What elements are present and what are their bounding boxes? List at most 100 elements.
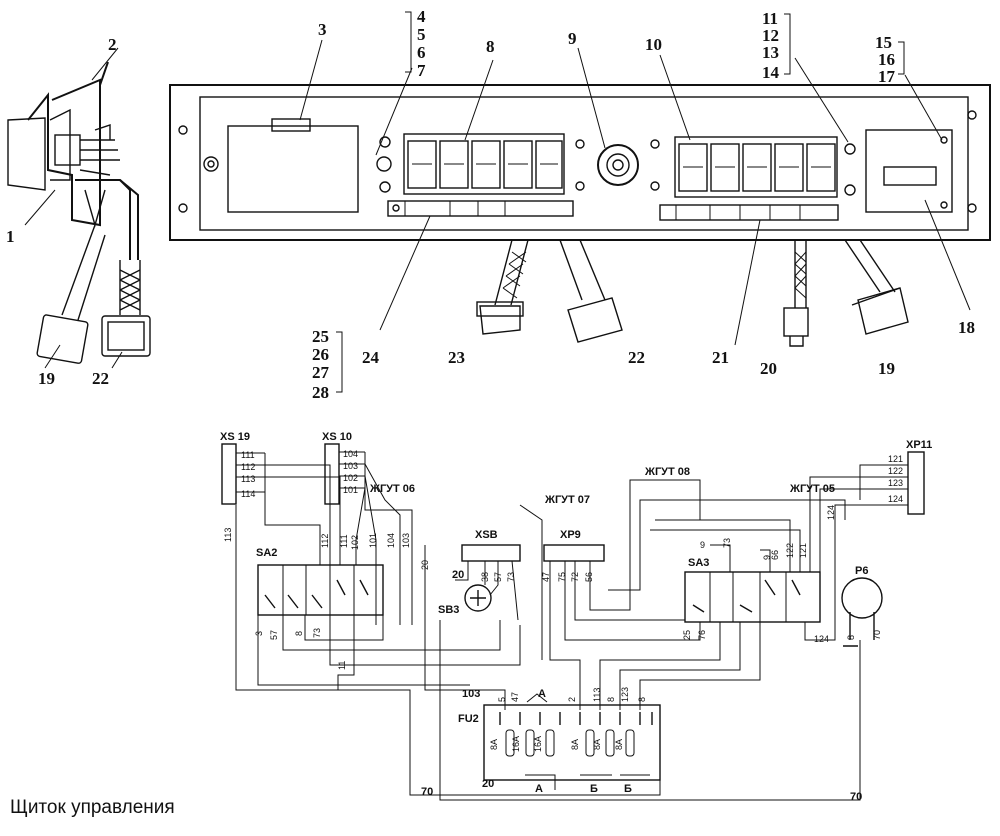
part-number-15: 15 (875, 33, 892, 52)
part-number-3: 3 (318, 20, 327, 39)
xs19-label: XS 19 (220, 431, 250, 443)
xs10-wire-103: 103 (343, 461, 358, 471)
part-number-24: 24 (362, 348, 380, 367)
xp11-wire-123: 123 (888, 478, 903, 488)
bus-label-a-top: A (538, 688, 546, 700)
part-number-21: 21 (712, 348, 729, 367)
xs19-wire-113: 113 (241, 474, 255, 484)
xs10-wire-102: 102 (343, 473, 358, 483)
part-number-1: 1 (6, 227, 15, 246)
wire-9: 9 (700, 540, 705, 550)
xs10-wire-104: 104 (343, 449, 358, 459)
wire-25: 25 (682, 630, 692, 640)
wire-66: 66 (770, 550, 780, 560)
bus-label-b2: Б (624, 783, 632, 795)
part-number-23: 23 (448, 348, 465, 367)
wire-103: 103 (401, 533, 411, 548)
wire-11: 11 (337, 661, 347, 670)
bus-label-b1: Б (590, 783, 598, 795)
wire-75: 75 (557, 572, 567, 582)
wire-20-fu: 20 (482, 778, 494, 790)
front-panel: 3 4 5 6 7 8 9 10 11 12 13 14 15 16 17 18… (169, 7, 991, 402)
part-number-10: 10 (645, 35, 662, 54)
wire-5: 5 (497, 697, 507, 702)
part-number-25: 25 (312, 327, 329, 346)
wire-9b: 9 (762, 555, 772, 560)
part-number-20: 20 (760, 359, 777, 378)
wire-104: 104 (386, 533, 396, 548)
fuse-rating-3: 16A (533, 736, 543, 752)
part-number-22-side: 22 (92, 369, 109, 388)
xsb-label: XSB (475, 529, 498, 541)
harness-08-label: ЖГУТ 08 (644, 466, 690, 478)
xp11-wire-121: 121 (888, 454, 903, 464)
xs10-label: XS 10 (322, 431, 352, 443)
sa3-label: SA3 (688, 557, 709, 569)
wire-47: 47 (541, 572, 551, 582)
part-number-4: 4 (417, 7, 426, 26)
wire-8-fu2: 8 (637, 697, 647, 702)
wiring-schematic: XS 19 111 112 113 114 XS 10 104 103 102 … (220, 431, 932, 803)
wire-57: 57 (493, 572, 503, 582)
wire-72: 72 (570, 572, 580, 582)
part-number-13: 13 (762, 43, 779, 62)
p6-label: P6 (855, 565, 868, 577)
wire-8: 8 (294, 631, 304, 636)
wire-56: 56 (584, 572, 594, 582)
fuse-rating-2: 16A (511, 736, 521, 752)
xp9-label: XP9 (560, 529, 581, 541)
xs19-wire-112: 112 (241, 462, 255, 472)
part-number-19: 19 (878, 359, 895, 378)
part-number-27: 27 (312, 363, 330, 382)
wire-73: 73 (506, 572, 516, 582)
wire-124-top: 124 (826, 505, 836, 520)
fuse-rating-5: 8A (592, 739, 602, 750)
wire-8-p6: 8 (846, 635, 856, 640)
harness-07-label: ЖГУТ 07 (544, 494, 590, 506)
wire-57b: 57 (269, 630, 279, 640)
wire-38: 38 (480, 572, 490, 582)
wire-8-fu: 8 (606, 697, 616, 702)
harness-06-label: ЖГУТ 06 (369, 483, 415, 495)
harness-05-label: ЖГУТ 05 (789, 483, 835, 495)
sa2-label: SA2 (256, 547, 277, 559)
part-number-6: 6 (417, 43, 426, 62)
side-view: 1 2 19 22 (6, 35, 151, 388)
xs19-wire-114: 114 (241, 489, 255, 499)
fuse-rating-1: 8A (489, 739, 499, 750)
wire-102: 102 (350, 535, 360, 550)
wire-20-xsb: 20 (452, 569, 464, 581)
wire-113-fu: 113 (592, 688, 602, 702)
wire-101: 101 (368, 533, 378, 548)
part-number-2: 2 (108, 35, 117, 54)
part-number-16: 16 (878, 50, 895, 69)
part-number-28: 28 (312, 383, 329, 402)
wire-123-fu: 123 (620, 687, 630, 702)
wire-111: 111 (339, 534, 349, 548)
diagram-caption: Щиток управления (10, 797, 175, 818)
part-number-9: 9 (568, 29, 577, 48)
wire-47-fu: 47 (510, 692, 520, 702)
xs10-wire-101: 101 (343, 485, 358, 495)
sb3-label: SB3 (438, 604, 459, 616)
part-number-14: 14 (762, 63, 780, 82)
wire-112: 112 (320, 534, 330, 548)
xp11-wire-122: 122 (888, 466, 903, 476)
xs19-wire-111: 111 (241, 450, 255, 460)
wire-70-left: 70 (421, 786, 433, 798)
bus-label-a-bottom: А (535, 783, 543, 795)
wire-76: 76 (697, 630, 707, 640)
part-number-19-side: 19 (38, 369, 55, 388)
part-number-22: 22 (628, 348, 645, 367)
part-number-7: 7 (417, 61, 426, 80)
wire-113: 113 (223, 528, 233, 542)
wire-70-right: 70 (850, 791, 862, 803)
part-number-17: 17 (878, 67, 896, 86)
part-number-18: 18 (958, 318, 975, 337)
part-number-5: 5 (417, 25, 426, 44)
wire-70-p6: 70 (872, 630, 882, 640)
fuse-rating-4: 8A (570, 739, 580, 750)
wire-73c: 73 (722, 538, 732, 548)
wire-122: 122 (785, 543, 795, 558)
